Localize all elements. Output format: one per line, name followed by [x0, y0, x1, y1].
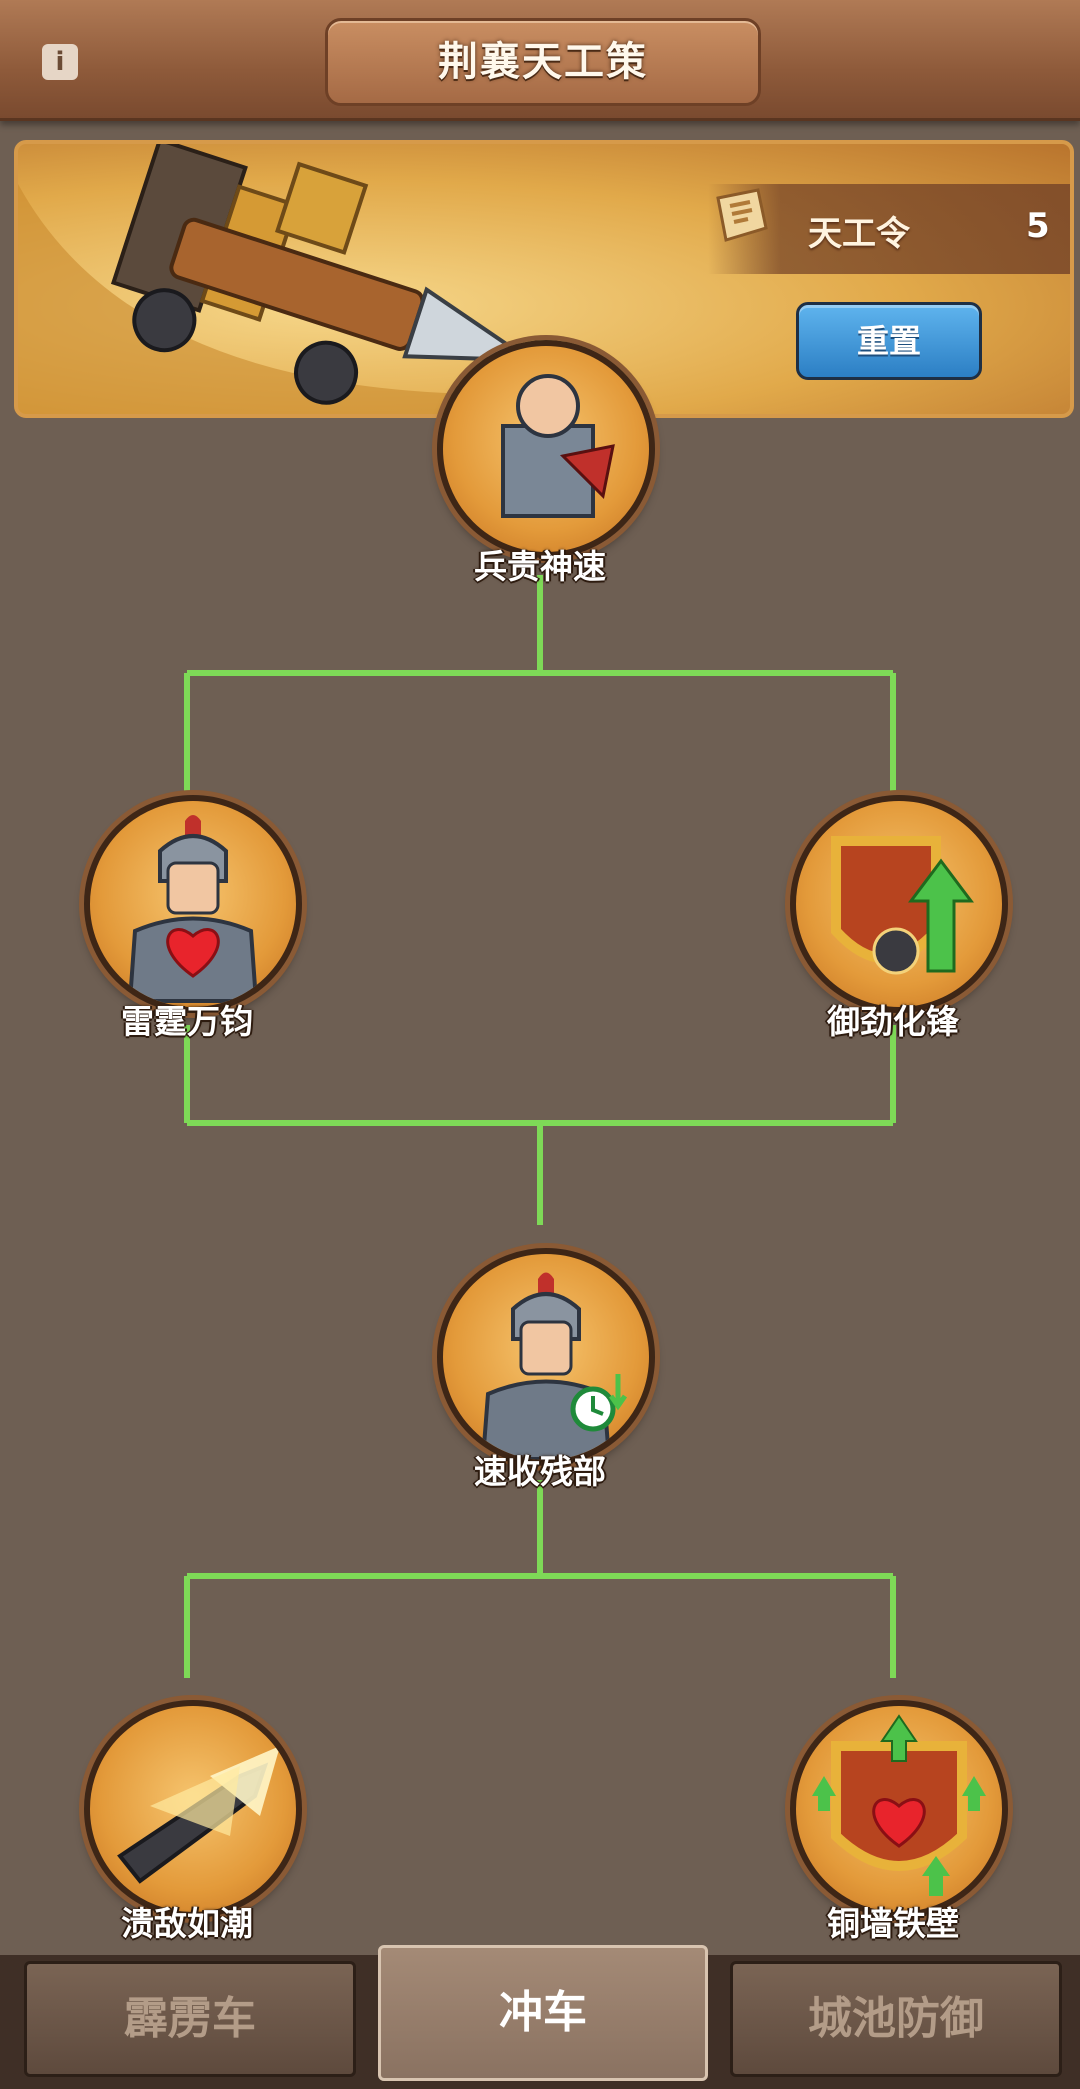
tiangong-token-icon: [716, 188, 768, 242]
node-susuocanbu[interactable]: [437, 1248, 655, 1466]
node-label: 溃敌如潮: [121, 1904, 253, 1943]
tab-bar: 霹雳车 冲车 城池防御: [0, 1945, 1080, 2089]
node-bingguishensu[interactable]: [437, 340, 655, 558]
page-title: 荆襄天工策: [438, 39, 648, 85]
tab-pili-che[interactable]: 霹雳车: [24, 1961, 356, 2077]
ram-banner: 天工令 5 重置: [14, 140, 1074, 418]
top-bar: i 荆襄天工策: [0, 0, 1080, 121]
token-count: 5: [1026, 206, 1050, 246]
info-icon[interactable]: i: [42, 44, 78, 80]
shield-arrow-up-icon: [831, 836, 974, 975]
node-leitingwanjun[interactable]: [84, 795, 302, 1013]
shield-heart-icon: [812, 1714, 986, 1896]
reset-button[interactable]: 重置: [796, 302, 982, 380]
node-kuidirucho[interactable]: [84, 1700, 302, 1918]
node-label: 御劲化锋: [827, 1002, 959, 1041]
token-label: 天工令: [808, 214, 910, 254]
soldier-scroll-icon: [501, 374, 615, 518]
node-label: 雷霆万钧: [121, 1002, 253, 1041]
soldier-clock-icon: [480, 1272, 628, 1460]
tree-connectors: [184, 575, 896, 1678]
node-label: 速收残部: [474, 1452, 606, 1491]
title-plate: 荆襄天工策: [325, 18, 761, 106]
soldier-heart-icon: [127, 815, 259, 1003]
ram-spike-icon: [117, 1746, 280, 1884]
node-label: 铜墙铁壁: [827, 1904, 959, 1943]
tab-chengchi-fangyu[interactable]: 城池防御: [730, 1961, 1062, 2077]
node-tongqiangtiebi[interactable]: [790, 1700, 1008, 1918]
node-yujinhuafeng[interactable]: [790, 795, 1008, 1013]
battering-ram-illustration: [18, 144, 538, 414]
node-label: 兵贵神速: [474, 547, 606, 586]
tab-chong-che[interactable]: 冲车: [378, 1945, 708, 2081]
token-bar: 天工令 5: [708, 184, 1070, 274]
